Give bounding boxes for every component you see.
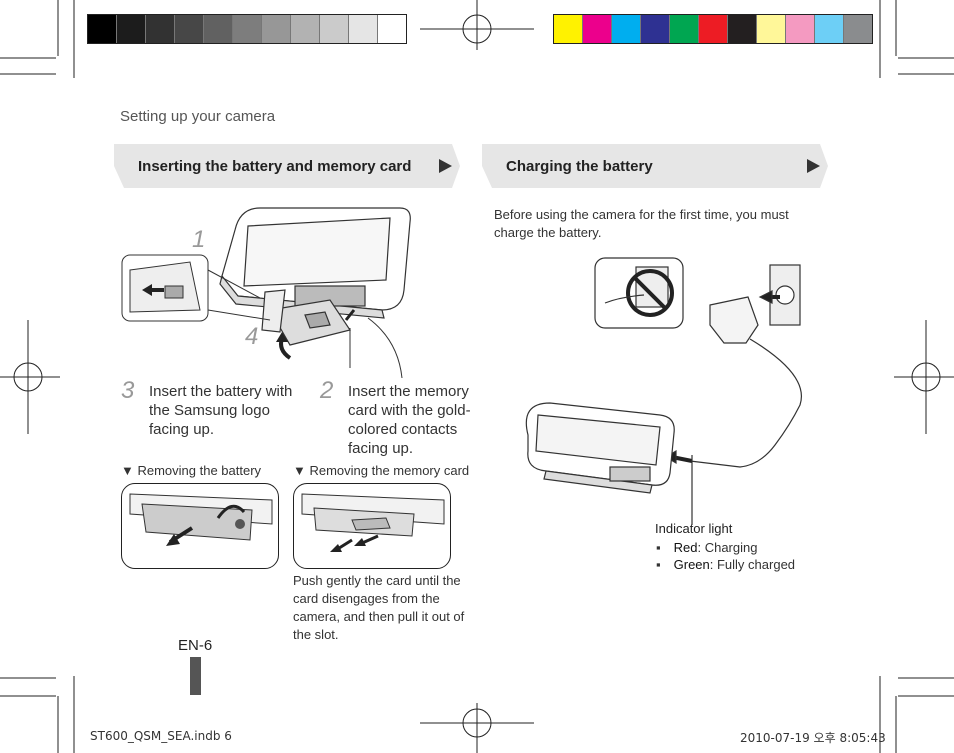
remove-battery-label: ▼ Removing the battery [121, 463, 262, 478]
indicator-meaning: : Fully charged [709, 557, 796, 572]
step-1-number: 1 [192, 226, 206, 253]
color-swatch [233, 15, 262, 43]
remove-card-illustration [293, 483, 451, 569]
indicator-item-green: ▪ Green: Fully charged [656, 556, 795, 573]
color-swatch [320, 15, 349, 43]
color-swatch [554, 15, 583, 43]
color-swatch [262, 15, 291, 43]
color-swatch [641, 15, 670, 43]
indicator-item-red: ▪ Red: Charging [656, 539, 795, 556]
indicator-color: Red [673, 540, 698, 555]
gray-swatch-row [87, 14, 407, 44]
page-number: EN-6 [178, 637, 213, 654]
footer-file: ST600_QSM_SEA.indb 6 [90, 729, 232, 743]
page-header-title: Setting up your camera [120, 108, 276, 125]
color-swatch [204, 15, 233, 43]
indicator-meaning: : Charging [697, 540, 758, 555]
left-section-title: Inserting the battery and memory card [138, 158, 412, 175]
charging-intro: Before using the camera for the first ti… [494, 207, 789, 240]
color-swatch [844, 15, 872, 43]
step-4-number: 4 [245, 323, 259, 350]
step-3-text: Insert the battery with the Samsung logo… [149, 383, 293, 438]
play-arrow-icon [439, 159, 452, 173]
step-2-number: 2 [320, 377, 334, 404]
color-swatch [88, 15, 117, 43]
step-3-number: 3 [121, 377, 135, 404]
remove-battery-illustration [121, 483, 279, 569]
remove-card-label: ▼ Removing the memory card [293, 463, 470, 478]
play-arrow-icon [807, 159, 820, 173]
color-swatch [117, 15, 146, 43]
charging-illustration [525, 257, 802, 525]
color-swatch [815, 15, 844, 43]
footer-timestamp: 2010-07-19 오후 8:05:43 [740, 731, 886, 745]
indicator-color: Green [673, 557, 710, 572]
color-swatch [378, 15, 406, 43]
color-swatch [146, 15, 175, 43]
color-swatch [583, 15, 612, 43]
bullet: ▪ [656, 540, 661, 555]
indicator-light-title: Indicator light [655, 521, 733, 536]
color-swatch [699, 15, 728, 43]
indicator-list: ▪ Red: Charging ▪ Green: Fully charged [656, 539, 795, 573]
color-swatch-row [553, 14, 873, 44]
color-swatch [786, 15, 815, 43]
color-swatch [757, 15, 786, 43]
camera-battery-illustration [121, 207, 411, 379]
color-swatch [728, 15, 757, 43]
bullet: ▪ [656, 557, 661, 572]
left-section-bar-shape [114, 144, 460, 188]
color-swatch [612, 15, 641, 43]
color-swatch [175, 15, 204, 43]
color-swatch [670, 15, 699, 43]
page-tab-marker [190, 657, 201, 695]
right-section-title: Charging the battery [506, 158, 653, 175]
step-2-text: Insert the memory card with the gold-col… [348, 383, 471, 457]
color-swatch [291, 15, 320, 43]
color-swatch [349, 15, 378, 43]
right-section-bar-shape [482, 144, 828, 188]
remove-card-note: Push gently the card until the card dise… [293, 573, 465, 642]
